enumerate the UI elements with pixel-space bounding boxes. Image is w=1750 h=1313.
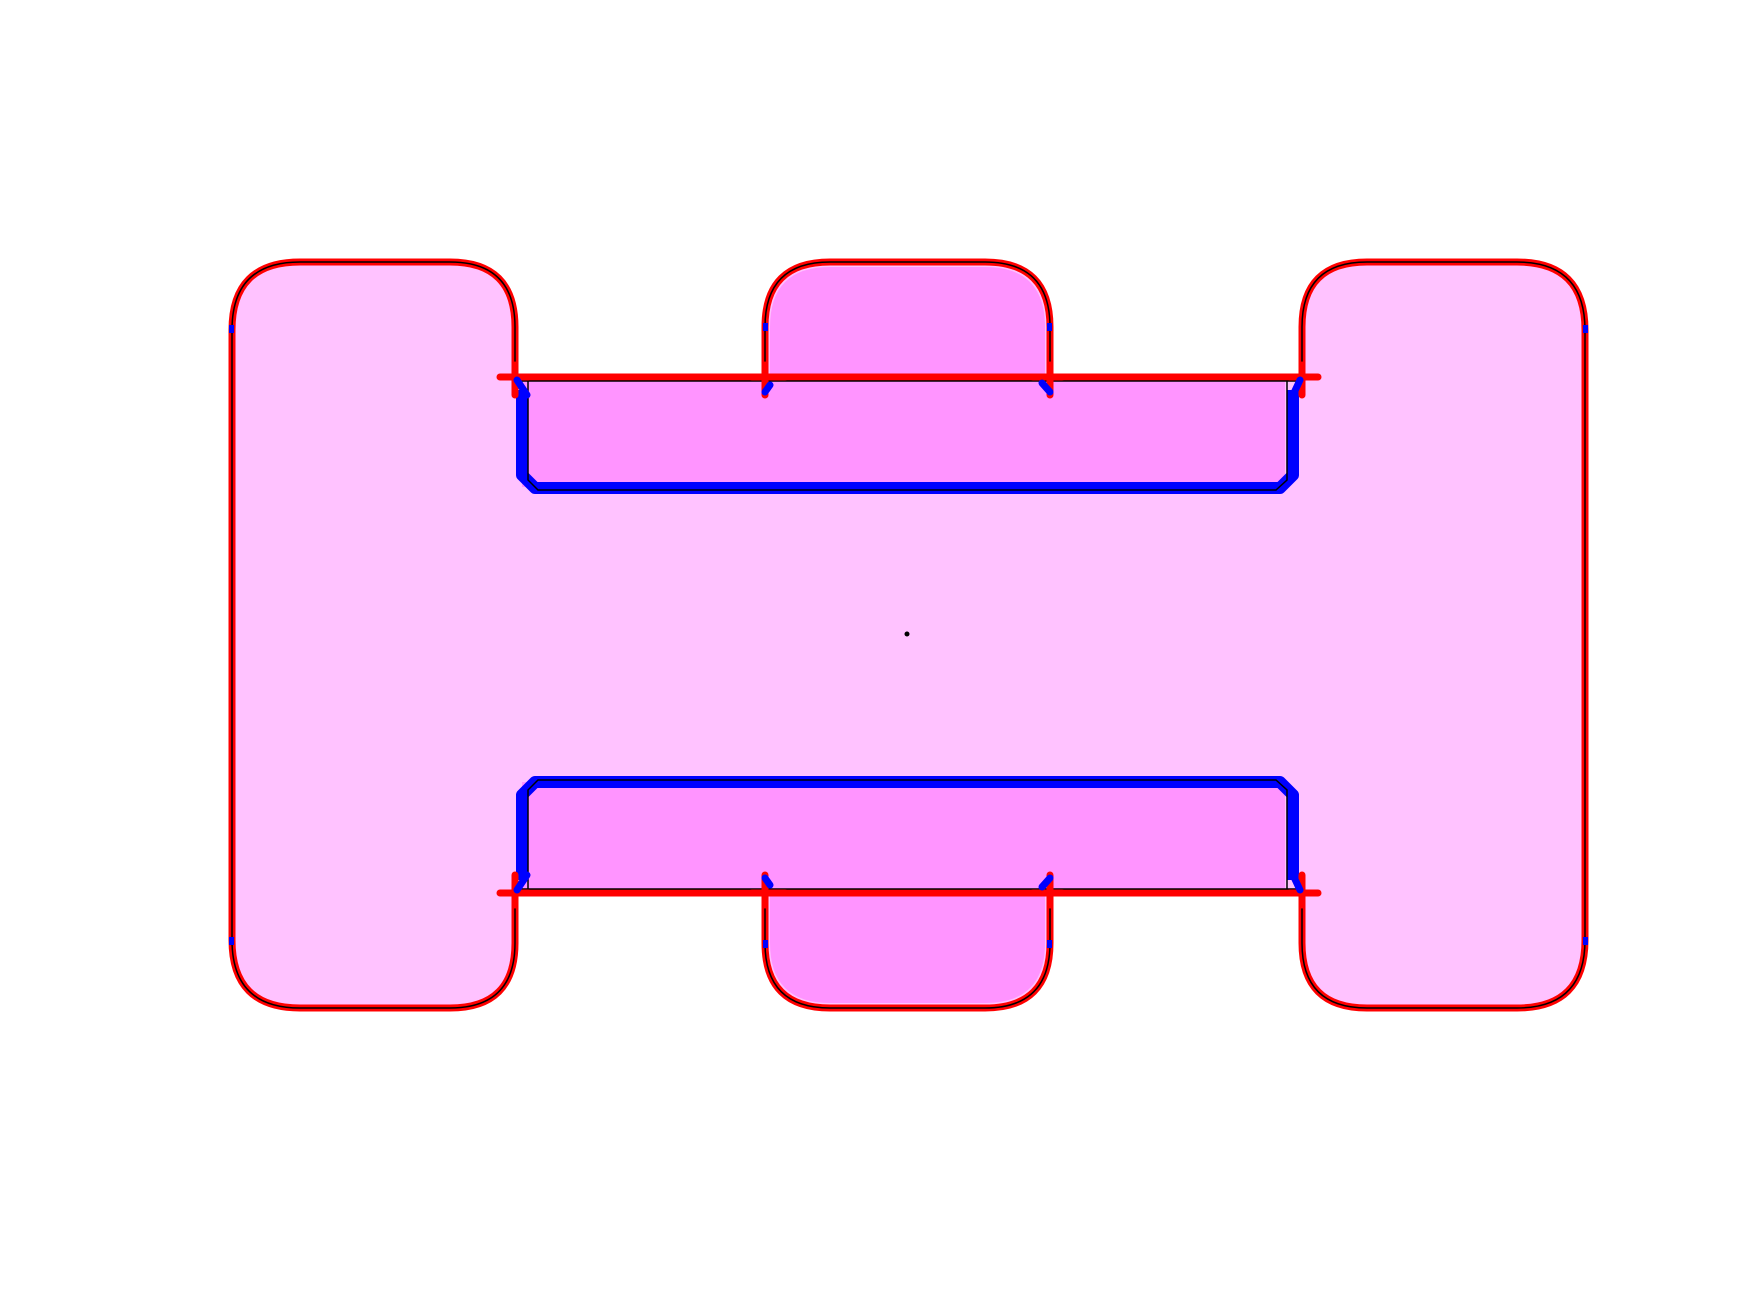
bottom-lobe <box>770 887 1045 1003</box>
junction-markers-top <box>496 361 1322 399</box>
center-point <box>904 631 910 637</box>
corner-blue-accents <box>229 323 1588 948</box>
cavity-bottom-outline <box>527 779 1288 893</box>
junction-markers-bottom <box>496 871 1322 909</box>
outer-region-outline <box>231 261 1586 1009</box>
cavity-top <box>522 377 1285 487</box>
cavity-bottom <box>522 782 1285 893</box>
cavity-top-blue-boundary <box>516 390 1299 494</box>
top-lobe <box>770 267 1045 383</box>
cavity-top-outline <box>527 377 1288 491</box>
cavity-bottom-blue-boundary <box>516 776 1299 880</box>
